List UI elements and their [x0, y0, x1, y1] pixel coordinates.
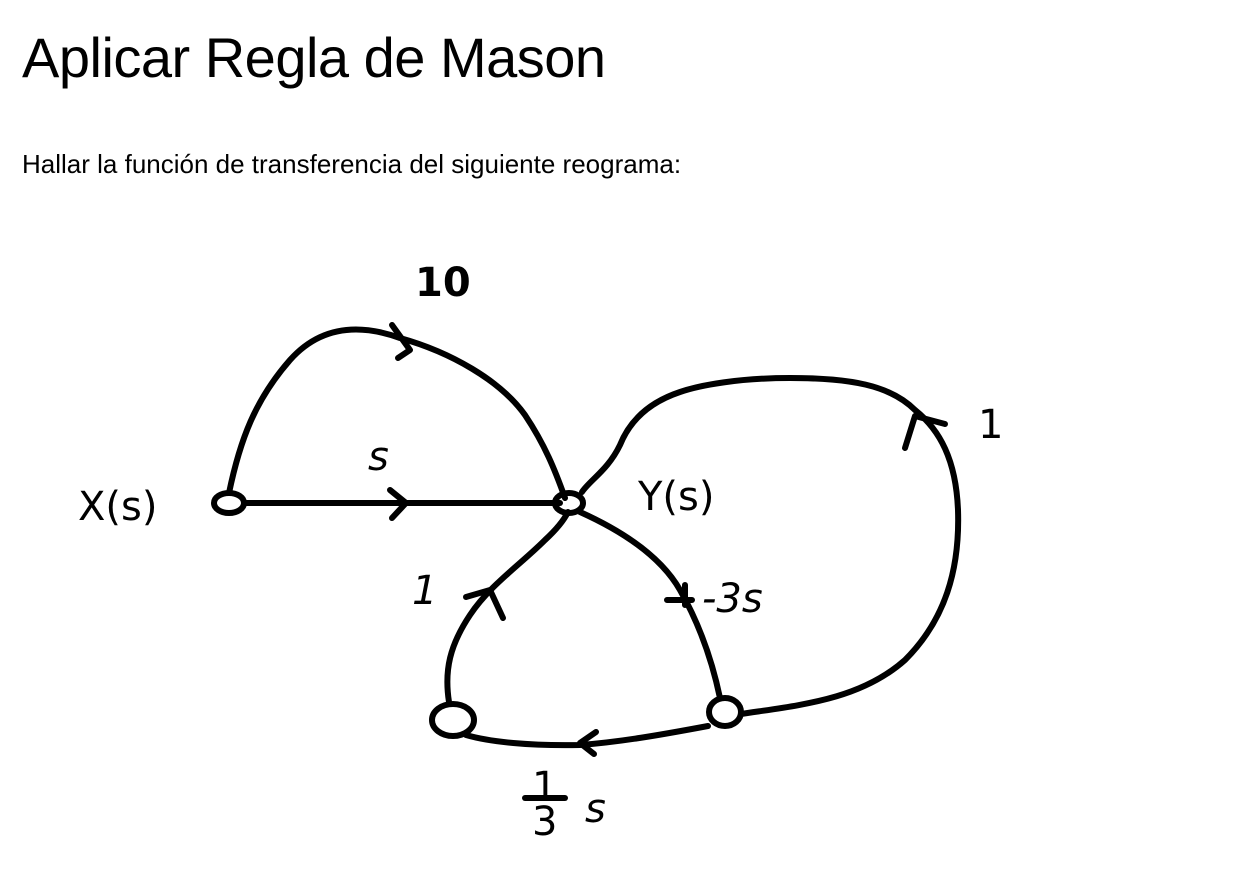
gain-right: -3s — [702, 576, 763, 622]
arrow-head-icon — [389, 322, 413, 361]
label-y: Y(s) — [637, 474, 714, 520]
gain-top: 10 — [415, 260, 471, 306]
arrow-tick-icon — [664, 582, 695, 608]
label-x: X(s) — [78, 484, 157, 530]
node-a — [429, 701, 477, 739]
page-title: Aplicar Regla de Mason — [22, 26, 606, 89]
arrow-head-icon — [577, 729, 599, 757]
node-b — [706, 695, 744, 729]
arrow-head-icon — [387, 487, 409, 521]
edge-a-to-y — [444, 509, 571, 705]
gain-left: 1 — [412, 568, 437, 614]
gain-bottom-numerator: 1 — [532, 764, 557, 810]
edge-x-to-y-upper-arc — [226, 326, 568, 501]
arrow-head-icon — [463, 587, 506, 621]
problem-prompt: Hallar la función de transferencia del s… — [22, 149, 682, 179]
arrow-head-icon — [902, 413, 948, 451]
gain-loop: 1 — [978, 402, 1003, 448]
node-x — [211, 490, 247, 516]
edge-y-to-b — [577, 509, 723, 701]
gain-bottom-denominator: 3 — [532, 799, 557, 845]
gain-straight: s — [368, 434, 389, 480]
gain-bottom-variable: s — [585, 786, 606, 832]
edge-b-to-y-loop — [579, 375, 962, 717]
